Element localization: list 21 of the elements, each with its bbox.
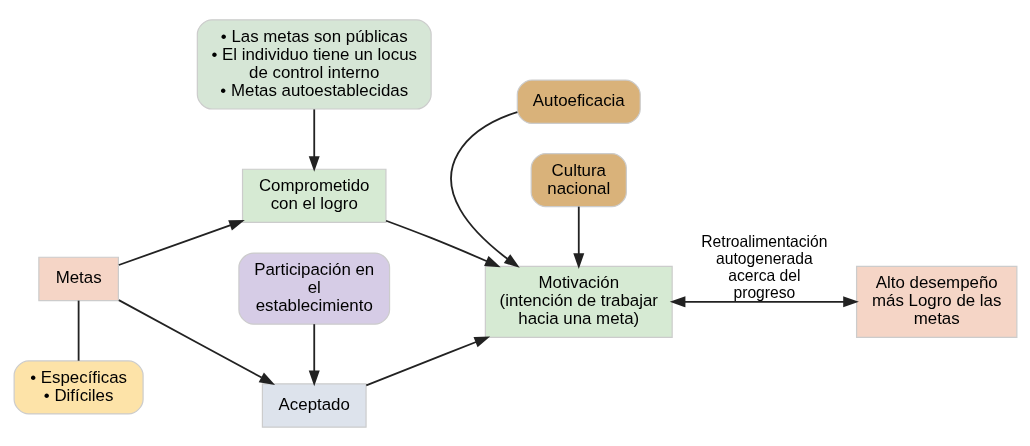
node-box: Alto desempeño más Logro de las metas	[855, 265, 1017, 338]
arrow	[449, 110, 520, 268]
connector	[77, 299, 79, 362]
arrow	[364, 335, 490, 386]
node-box: Metas	[37, 256, 119, 301]
node-box: Motivación (intención de trabajar hacia una meta)	[484, 265, 673, 338]
node-box: Cultura nacional	[530, 152, 627, 207]
node-box: • Las metas son públicas • El individuo tiene un locus de control interno • Metas autoestablecidas	[196, 18, 432, 110]
arrow	[308, 108, 320, 172]
node-box: Participación en el establecimiento	[237, 251, 390, 325]
arrow	[308, 322, 320, 386]
arrow	[572, 205, 584, 269]
node-box: • Específicas • Difíciles	[13, 359, 144, 415]
arrow	[117, 219, 245, 266]
edge-label: Retroalimentación autogenerada acerca del progreso	[700, 232, 827, 300]
node-box: Comprometido con el logro	[241, 168, 387, 223]
node-box: Aceptado	[261, 382, 367, 428]
node-box: Autoeficacia	[516, 78, 641, 124]
arrow	[669, 295, 859, 307]
arrow	[117, 298, 275, 385]
arrow	[384, 219, 501, 267]
